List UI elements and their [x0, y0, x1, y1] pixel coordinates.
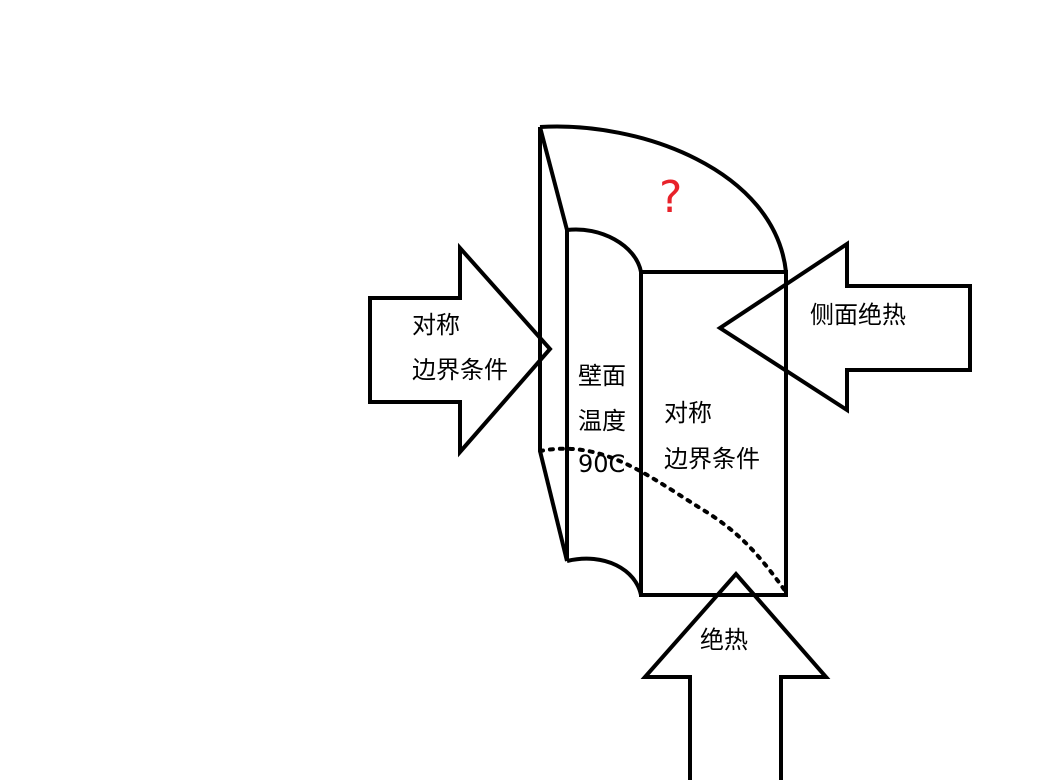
- question-mark: ?: [659, 172, 683, 223]
- center-label-line1: 对称: [664, 399, 712, 427]
- top-slant-edge: [538, 126, 569, 231]
- bottom-slant-edge: [538, 450, 569, 562]
- outer-top-arc: [539, 124, 788, 273]
- top-inner-arc: [566, 227, 643, 273]
- center-label-line2: 边界条件: [664, 445, 760, 473]
- wall-label-line2: 温度: [578, 407, 626, 435]
- left-arrow-label-line1: 对称: [412, 311, 460, 339]
- bottom-inner-arc: [566, 556, 643, 596]
- right-arrow-shape: [716, 240, 972, 414]
- right-arrow-label: 侧面绝热: [810, 301, 906, 329]
- symmetry-block-rect: [639, 270, 788, 597]
- wall-label-line1: 壁面: [578, 362, 626, 390]
- hidden-dotted-arc: [538, 446, 788, 594]
- left-arrow-label-line2: 边界条件: [412, 356, 508, 384]
- left-arrow-shape: [368, 242, 553, 458]
- bottom-arrow-label: 绝热: [700, 626, 748, 654]
- wall-label-line3: 90C: [578, 450, 626, 478]
- bottom-arrow-shape: [640, 570, 831, 780]
